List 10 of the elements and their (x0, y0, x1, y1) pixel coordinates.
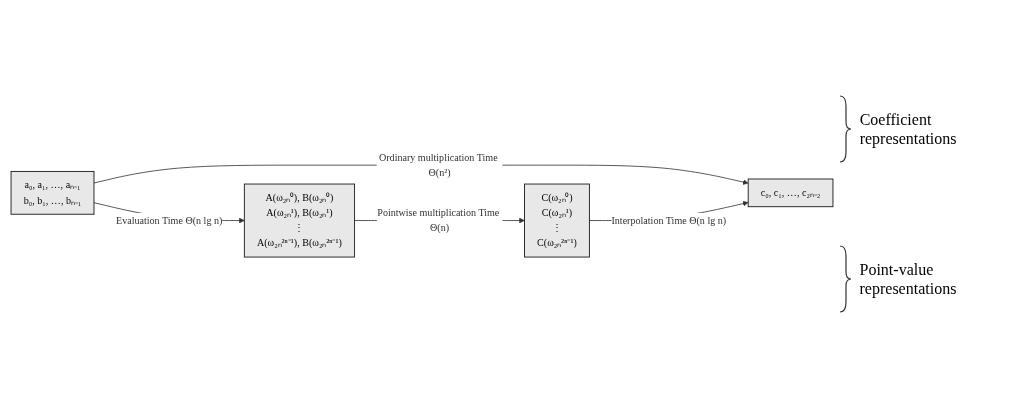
edge-label: Ordinary multiplication Time Θ(n²) (378, 152, 498, 179)
node-box: C(ω₂ₙ⁰) C(ω₂ₙ¹) ⋮ C(ω₂ₙ²ⁿ⁻¹) (524, 184, 590, 258)
group-label: Coefficient representations (859, 109, 958, 149)
edge-label: Evaluation Time Θ(n lg n) (116, 215, 223, 227)
edge-label: Pointwise multiplication Time Θ(n) (377, 207, 500, 234)
edge-label: Interpolation Time Θ(n lg n) (611, 215, 727, 227)
node-box: A(ω₂ₙ⁰), B(ω₂ₙ⁰) A(ω₂ₙ¹), B(ω₂ₙ¹) ⋮ A(ω₂ₙ²ⁿ⁻¹), B(ω₂ₙ²ⁿ⁻¹) (243, 184, 356, 258)
group-label: Point-value representations (859, 259, 958, 299)
node-box: c₀, c₁, …, c₂ₙ₋₂ (747, 179, 834, 208)
node-box: a₀, a₁, …, aₙ₋₁ b₀, b₁, …, bₙ₋₁ (10, 171, 95, 216)
